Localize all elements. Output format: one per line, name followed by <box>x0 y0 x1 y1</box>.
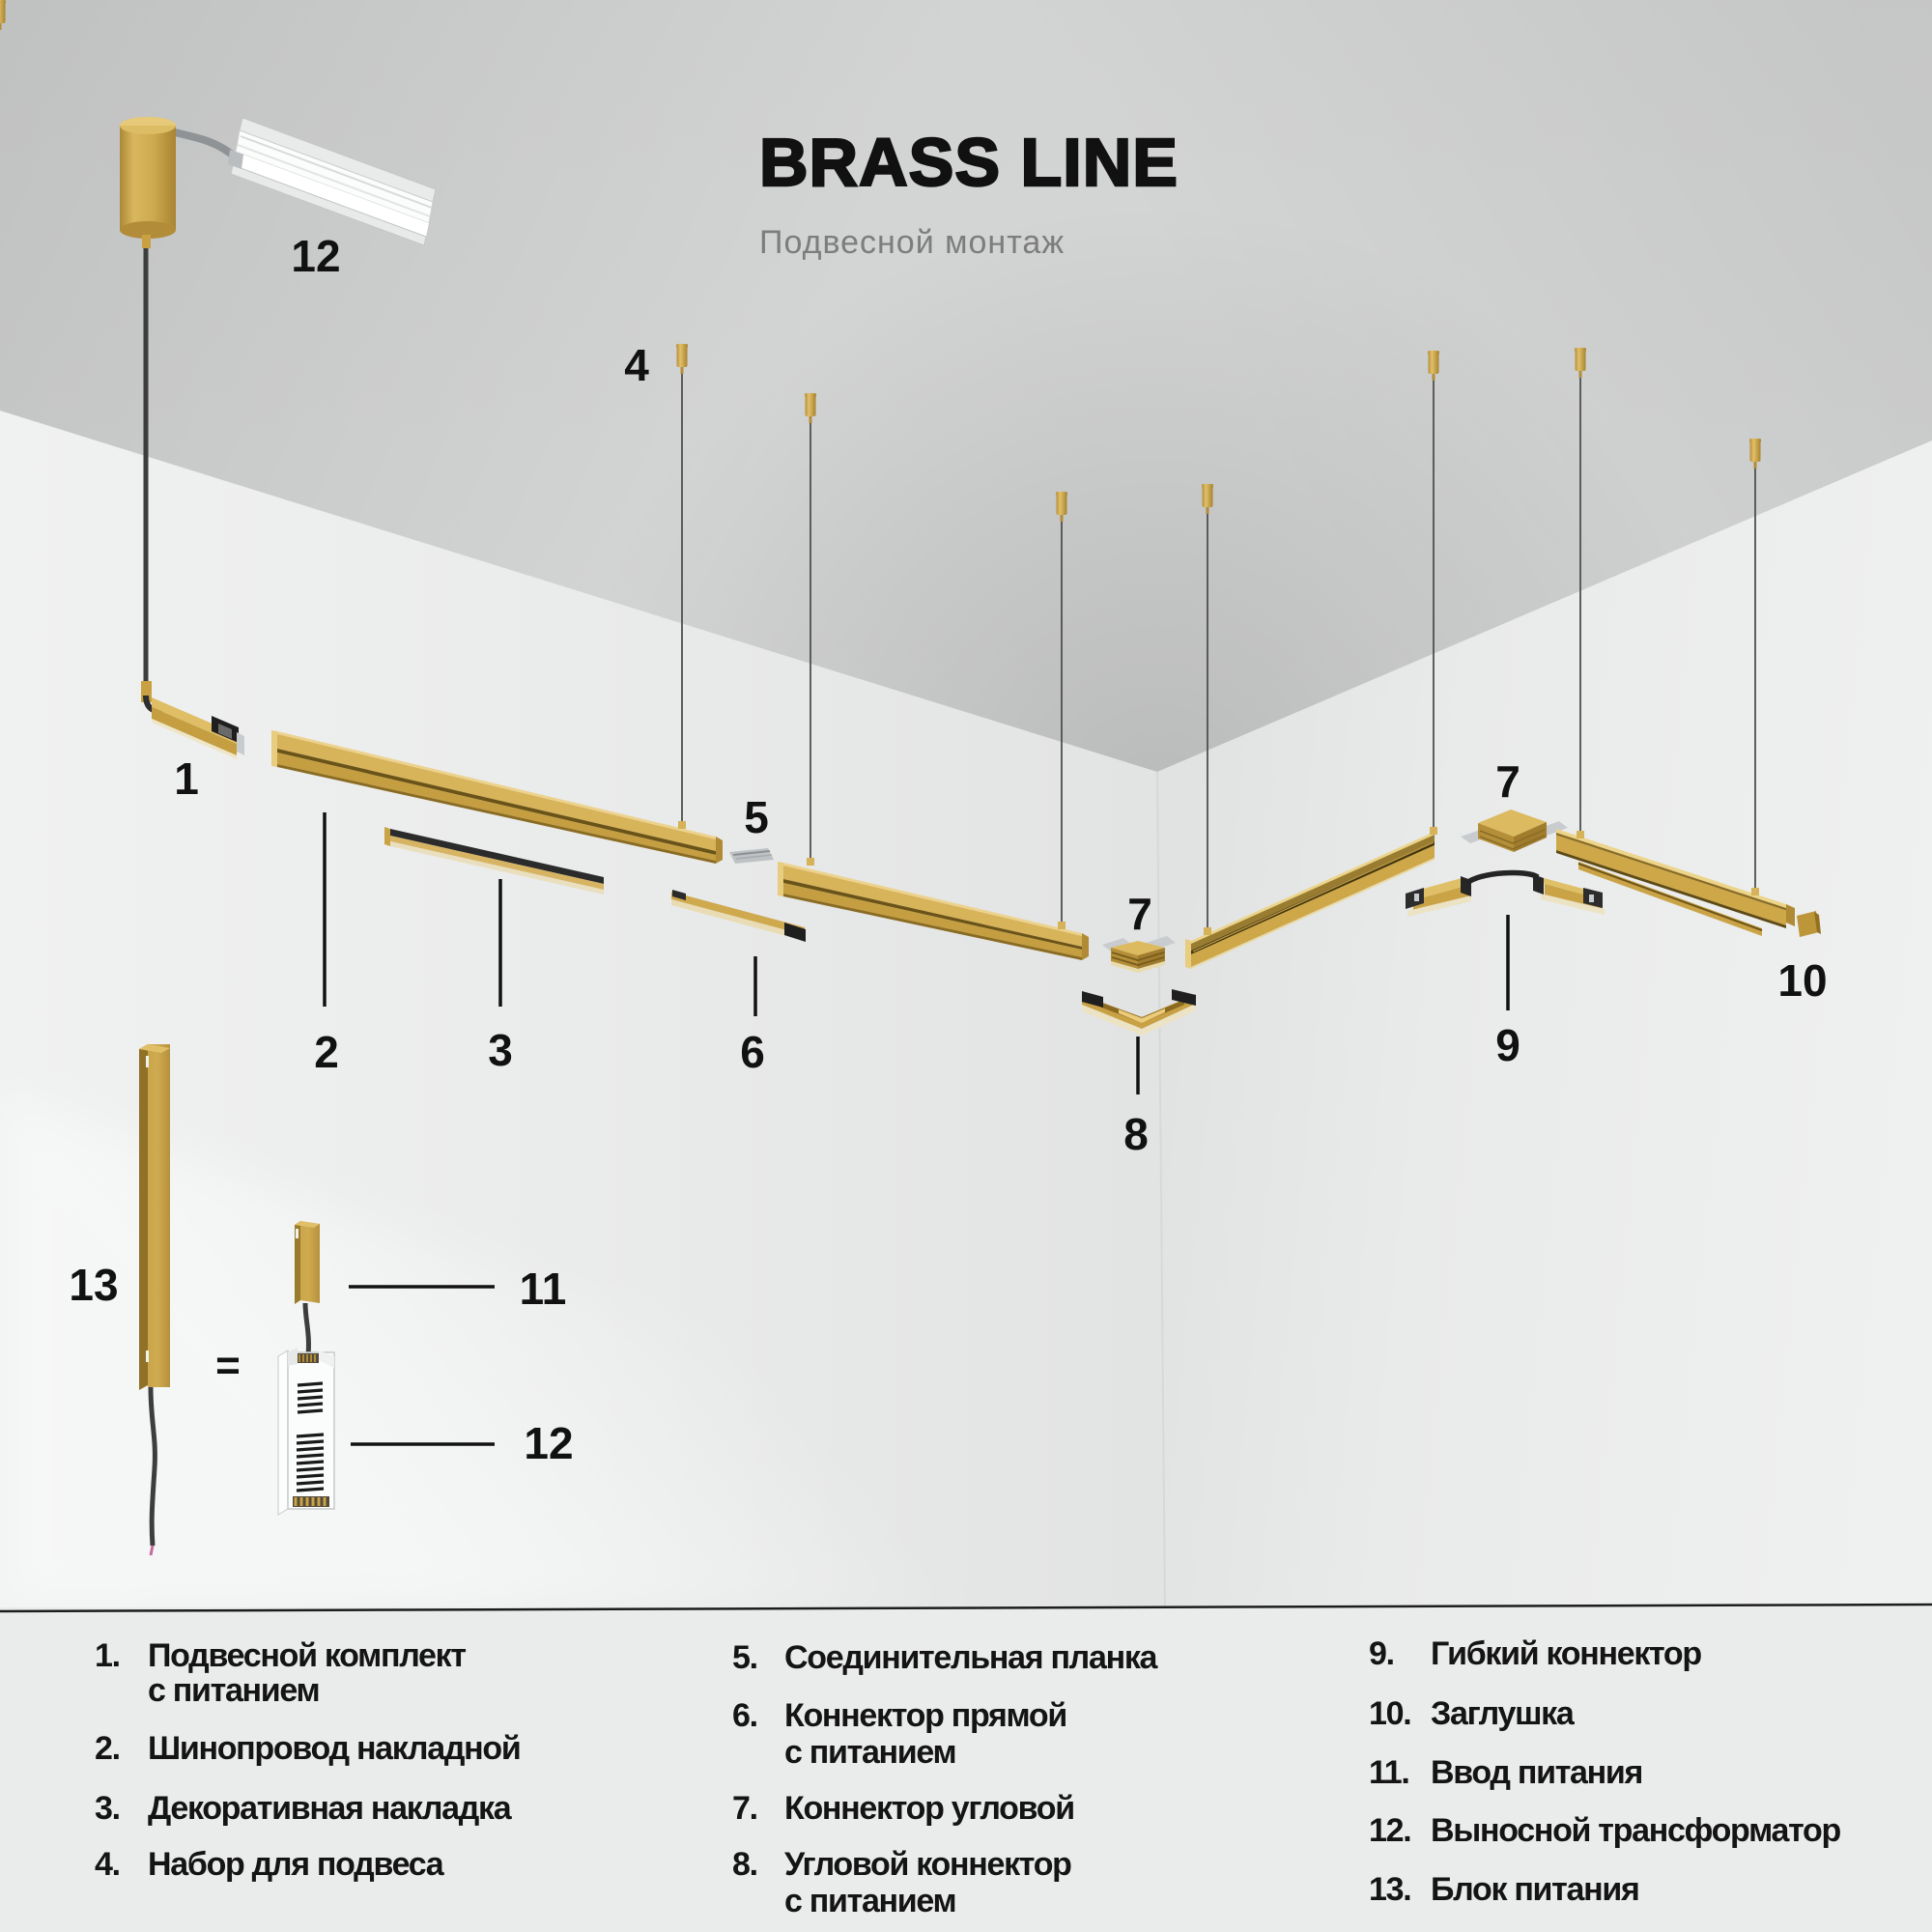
svg-text:2: 2 <box>314 1027 339 1077</box>
svg-text:5.: 5. <box>732 1639 757 1676</box>
svg-text:11: 11 <box>520 1264 567 1314</box>
svg-text:11.: 11. <box>1369 1754 1409 1791</box>
svg-text:12.: 12. <box>1369 1812 1410 1849</box>
svg-text:10.: 10. <box>1369 1695 1410 1732</box>
svg-text:Шинопровод накладной: Шинопровод накладной <box>148 1730 520 1767</box>
svg-text:3.: 3. <box>95 1790 120 1827</box>
svg-text:5: 5 <box>744 792 769 842</box>
svg-text:12: 12 <box>291 231 340 281</box>
svg-text:с питанием: с питанием <box>148 1672 319 1709</box>
svg-text:=: = <box>215 1342 241 1389</box>
svg-text:7: 7 <box>1127 889 1152 939</box>
svg-text:с питанием: с питанием <box>784 1883 955 1919</box>
svg-text:1.: 1. <box>95 1637 120 1674</box>
svg-text:6: 6 <box>740 1027 765 1077</box>
svg-text:4: 4 <box>624 340 649 390</box>
svg-text:Заглушка: Заглушка <box>1431 1695 1576 1732</box>
svg-text:12: 12 <box>524 1418 573 1468</box>
svg-text:Коннектор угловой: Коннектор угловой <box>784 1790 1074 1827</box>
svg-text:Набор для подвеса: Набор для подвеса <box>148 1846 445 1883</box>
svg-text:6.: 6. <box>732 1697 757 1734</box>
svg-text:4.: 4. <box>95 1846 120 1883</box>
svg-text:Выносной трансформатор: Выносной трансформатор <box>1431 1812 1840 1849</box>
svg-text:2.: 2. <box>95 1730 120 1767</box>
svg-text:1: 1 <box>174 753 199 804</box>
svg-text:8: 8 <box>1123 1109 1149 1159</box>
svg-text:9.: 9. <box>1369 1635 1394 1672</box>
svg-text:Декоративная накладка: Декоративная накладка <box>148 1790 513 1827</box>
svg-text:Подвесной комплект: Подвесной комплект <box>148 1637 466 1674</box>
svg-text:10: 10 <box>1777 955 1827 1006</box>
svg-text:9: 9 <box>1495 1020 1520 1070</box>
svg-text:BRASS LINE: BRASS LINE <box>759 125 1179 200</box>
svg-text:Ввод питания: Ввод питания <box>1431 1754 1642 1791</box>
svg-text:Коннектор прямой: Коннектор прямой <box>784 1697 1066 1734</box>
svg-text:3: 3 <box>488 1025 513 1075</box>
svg-text:8.: 8. <box>732 1846 757 1883</box>
svg-text:13.: 13. <box>1369 1871 1410 1908</box>
svg-text:с питанием: с питанием <box>784 1734 955 1771</box>
svg-text:Угловой коннектор: Угловой коннектор <box>784 1846 1071 1883</box>
svg-text:7: 7 <box>1495 756 1520 807</box>
svg-text:Подвесной монтаж: Подвесной монтаж <box>759 224 1065 261</box>
svg-text:Соединительная планка: Соединительная планка <box>784 1639 1159 1676</box>
svg-text:13: 13 <box>69 1260 118 1310</box>
svg-text:Блок питания: Блок питания <box>1431 1871 1639 1908</box>
svg-text:Гибкий коннектор: Гибкий коннектор <box>1431 1635 1701 1672</box>
svg-text:7.: 7. <box>732 1790 757 1827</box>
